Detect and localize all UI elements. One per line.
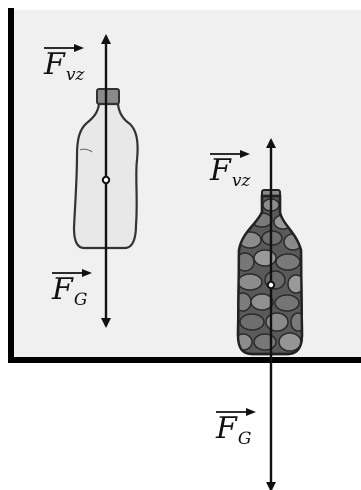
water-tank <box>13 10 361 359</box>
label-gravity-force-right: FG <box>216 408 256 448</box>
label-buoyant-force-left: Fvz <box>44 44 84 84</box>
empty-bottle-cap <box>96 88 120 105</box>
center-point-right <box>266 280 276 290</box>
center-point-left <box>101 175 111 185</box>
label-buoyant-force-right: Fvz <box>210 150 250 190</box>
label-gravity-force-left: FG <box>52 269 92 309</box>
